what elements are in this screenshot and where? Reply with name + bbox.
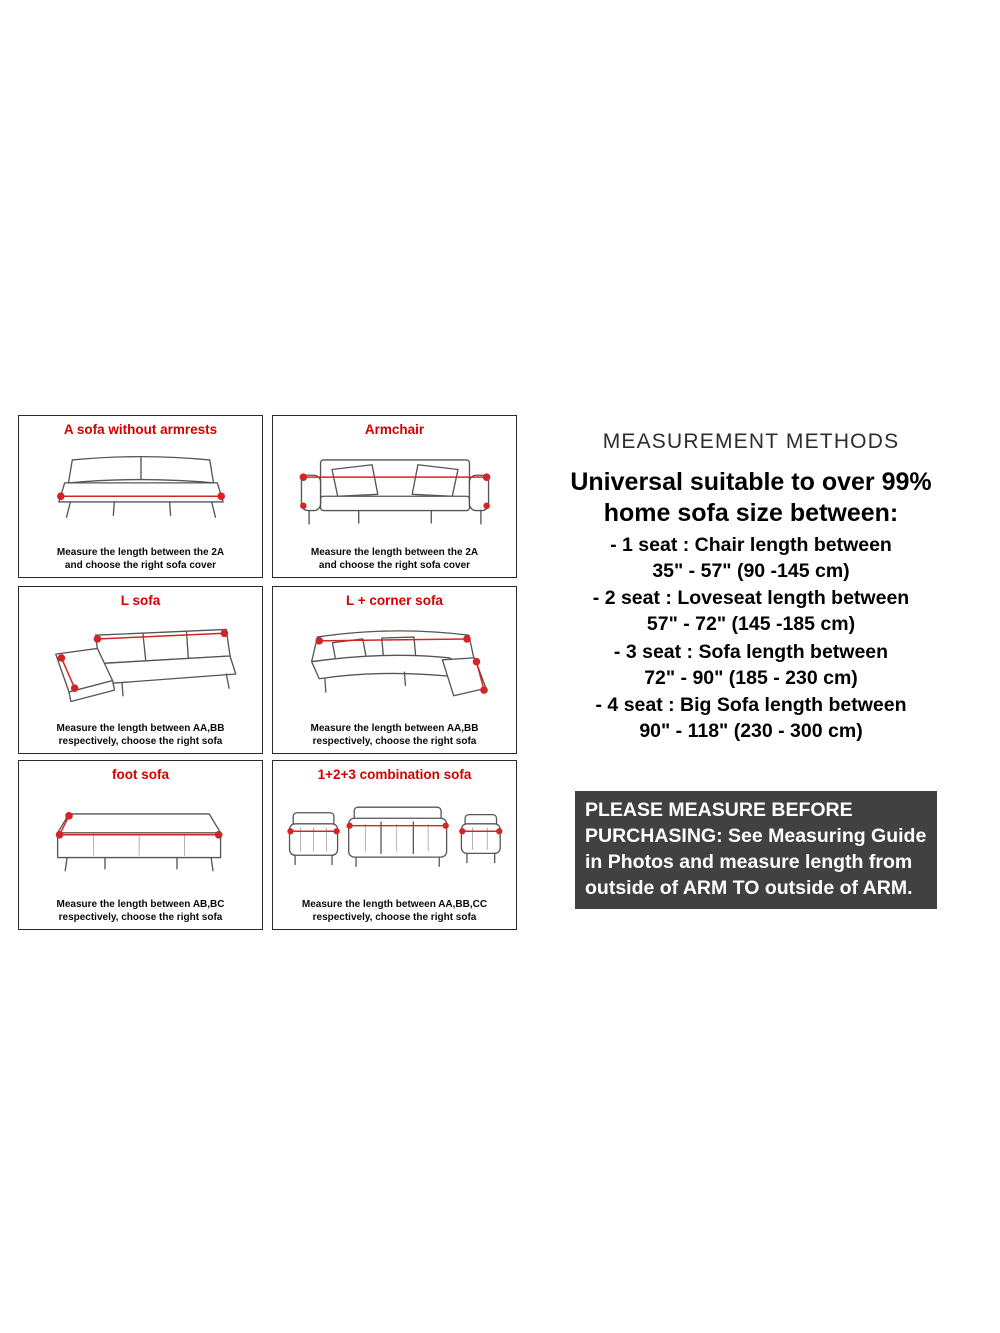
caption-line: and choose the right sofa cover (318, 559, 471, 571)
armchair-icon (279, 437, 510, 546)
size-line: 35" - 57" (90 -145 cm) (652, 559, 850, 582)
subheading-line: home sofa size between: (603, 498, 899, 527)
caption-line: Measure the length between the 2A (56, 546, 225, 558)
size-line: - 2 seat : Loveseat length between (592, 587, 910, 610)
foot-sofa-icon (25, 782, 256, 898)
caption-line: Measure the length between AA,BB,CC (301, 898, 488, 910)
panel-title: L + corner sofa (346, 593, 443, 608)
panel-l-corner-sofa: L + corner sofa Measure the length betwe… (272, 586, 517, 754)
caption-line: Measure the length between AA,BB (56, 722, 225, 734)
notice-line: PURCHASING: See Measuring Guide (585, 824, 927, 847)
panel-title: A sofa without armrests (63, 422, 218, 437)
universal-subheading: Universal suitable to over 99% home sofa… (535, 467, 967, 528)
caption-line: and choose the right sofa cover (64, 559, 217, 571)
panel-caption: Measure the length between AA,BB respect… (311, 722, 479, 748)
size-item-4-seat: - 4 seat : Big Sofa length between 90" -… (535, 693, 967, 744)
panel-title: 1+2+3 combination sofa (317, 767, 472, 782)
notice-line: outside of ARM TO outside of ARM. (585, 876, 913, 899)
panel-title: foot sofa (112, 767, 169, 782)
panel-combination-sofa: 1+2+3 combination sofa (272, 760, 517, 930)
caption-line: respectively, choose the right sofa (58, 735, 223, 747)
caption-line: respectively, choose the right sofa (58, 911, 223, 923)
panel-title: L sofa (120, 593, 161, 608)
panel-caption: Measure the length between the 2A and ch… (311, 546, 478, 572)
panel-title: Armchair (364, 422, 425, 437)
caption-line: respectively, choose the right sofa (312, 911, 477, 923)
caption-line: Measure the length between the 2A (310, 546, 479, 558)
size-line: - 3 seat : Sofa length between (613, 640, 889, 663)
size-line: 90" - 118" (230 - 300 cm) (639, 720, 863, 743)
size-line: - 1 seat : Chair length between (610, 534, 892, 556)
measurement-info-column: MEASUREMENT METHODS Universal suitable t… (535, 430, 967, 745)
size-item-1-seat: - 1 seat : Chair length between 35" - 57… (535, 533, 967, 584)
panel-caption: Measure the length between the 2A and ch… (57, 546, 224, 572)
notice-line: in Photos and measure length from (585, 850, 913, 873)
l-sofa-icon (25, 608, 256, 722)
panel-sofa-without-armrests: A sofa without armrests Measure the leng… (18, 415, 263, 578)
size-line: 57" - 72" (145 -185 cm) (646, 613, 856, 636)
panel-caption: Measure the length between AA,BB,CC resp… (302, 898, 487, 924)
size-item-3-seat: - 3 seat : Sofa length between 72" - 90"… (535, 640, 967, 691)
panel-foot-sofa: foot sofa Measure the length between AB,… (18, 760, 263, 930)
combination-sofa-icon (279, 782, 510, 898)
measure-before-purchasing-notice: PLEASE MEASURE BEFORE PURCHASING: See Me… (575, 791, 937, 909)
panel-armchair: Armchair Measure the length between the … (272, 415, 517, 578)
caption-line: respectively, choose the right sofa (312, 735, 477, 747)
size-list: - 1 seat : Chair length between 35" - 57… (535, 533, 967, 745)
size-item-2-seat: - 2 seat : Loveseat length between 57" -… (535, 586, 967, 637)
size-line: - 4 seat : Big Sofa length between (595, 694, 907, 717)
caption-line: Measure the length between AB,BC (56, 898, 225, 910)
panel-l-sofa: L sofa Measure the length between AA,BB … (18, 586, 263, 754)
panel-caption: Measure the length between AA,BB respect… (57, 722, 225, 748)
sofa-no-armrest-icon (25, 437, 256, 546)
notice-line: PLEASE MEASURE BEFORE (585, 799, 853, 821)
caption-line: Measure the length between AA,BB (310, 722, 479, 734)
subheading-line: Universal suitable to over 99% (570, 468, 932, 496)
panel-caption: Measure the length between AB,BC respect… (57, 898, 225, 924)
section-heading: MEASUREMENT METHODS (602, 430, 900, 453)
size-line: 72" - 90" (185 - 230 cm) (644, 666, 858, 689)
l-corner-sofa-icon (279, 608, 510, 722)
